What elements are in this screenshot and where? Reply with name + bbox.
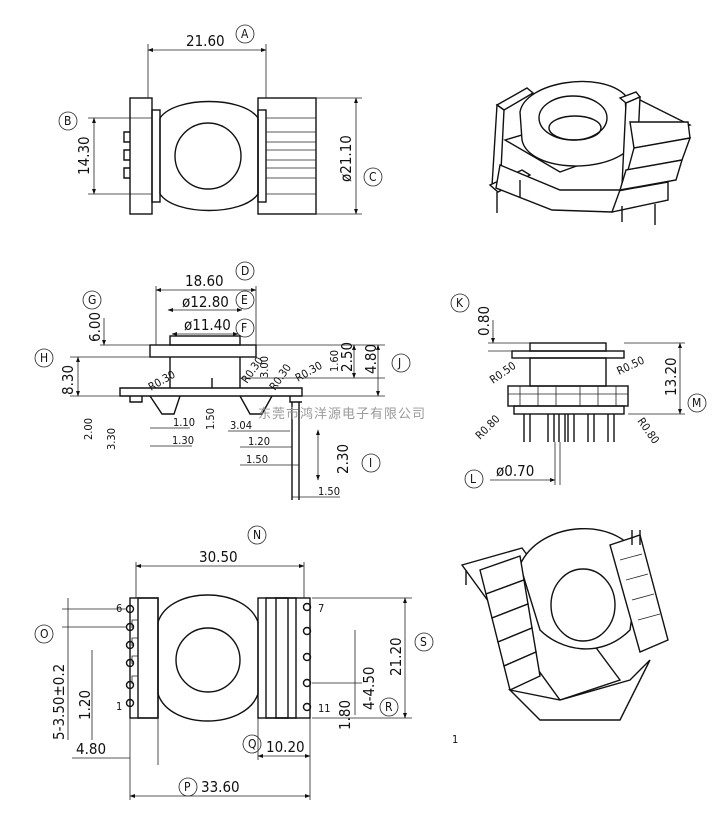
side-h-3-30: 3.30 bbox=[105, 428, 118, 450]
bottom-right-gap-dim: 1.80 bbox=[336, 700, 354, 730]
side-h-1-50: 1.50 bbox=[204, 408, 217, 430]
watermark: 东莞市鸿洋源电子有限公司 bbox=[258, 406, 426, 422]
side-h-4-80-dim: 4.80 bbox=[362, 344, 380, 374]
top-width-dim: 21.60 bbox=[186, 32, 225, 50]
balloon-q: Q bbox=[248, 737, 257, 751]
side-view: 18.60 D ø12.80 E ø11.40 F 6.00 G 8.30 H … bbox=[34, 261, 411, 500]
bottom-overall-width-dim: 33.60 bbox=[201, 778, 240, 796]
balloon-c: C bbox=[369, 170, 377, 184]
page-mark: 1 bbox=[452, 733, 458, 746]
front-r-top-left: R0.50 bbox=[487, 359, 518, 386]
balloon-b: B bbox=[64, 114, 71, 128]
isometric-view-top bbox=[488, 80, 692, 225]
bottom-pin-gap-dim: 1.20 bbox=[76, 690, 94, 720]
side-h-2-00: 2.00 bbox=[82, 418, 95, 440]
pin-7-label: 7 bbox=[318, 602, 324, 615]
side-r1: R0.30 bbox=[146, 368, 178, 394]
side-height-dim: 8.30 bbox=[59, 365, 77, 395]
side-outer-dim: 18.60 bbox=[185, 272, 224, 290]
balloon-j: J bbox=[397, 356, 401, 370]
side-w-1-50a: 1.50 bbox=[246, 453, 268, 466]
balloon-a: A bbox=[241, 27, 249, 41]
balloon-p: P bbox=[184, 780, 191, 794]
side-h-3-00: 3.00 bbox=[258, 356, 271, 378]
balloon-f: F bbox=[241, 321, 247, 335]
bottom-right-height-dim: 21.20 bbox=[387, 637, 405, 676]
side-w-1-20: 1.20 bbox=[248, 435, 270, 448]
side-h-1-60-dim: 1.60 bbox=[328, 350, 341, 372]
bottom-pin-offset-dim: 4.80 bbox=[76, 740, 106, 758]
balloon-l: L bbox=[470, 472, 476, 486]
side-w-1-10: 1.10 bbox=[173, 416, 195, 429]
bottom-pitch-dim: 5-3.50±0.2 bbox=[50, 664, 68, 740]
front-r-bot-right: R0.80 bbox=[635, 415, 662, 446]
front-height-dim: 13.20 bbox=[662, 357, 680, 396]
balloon-r: R bbox=[385, 700, 393, 714]
front-r-bot-left: R0.80 bbox=[473, 412, 503, 442]
pin-1-label: 1 bbox=[116, 700, 122, 713]
side-flange-dia-dim: ø12.80 bbox=[182, 293, 229, 311]
balloon-d: D bbox=[241, 264, 249, 278]
bottom-right-pitch-dim: 4-4.50 bbox=[360, 667, 378, 711]
top-outer-dia-dim: ø21.10 bbox=[337, 135, 355, 182]
side-r4: R0.30 bbox=[293, 359, 325, 385]
balloon-s: S bbox=[420, 635, 427, 649]
side-core-dia-dim: ø11.40 bbox=[184, 316, 231, 334]
balloon-o: O bbox=[40, 627, 49, 641]
top-view: 21.60 A 14.30 B ø21.10 C bbox=[58, 24, 383, 215]
side-w-1-30: 1.30 bbox=[172, 434, 194, 447]
balloon-h: H bbox=[40, 351, 48, 365]
balloon-i: I bbox=[369, 456, 372, 470]
front-top-th-dim: 0.80 bbox=[475, 306, 493, 336]
pin-11-label: 11 bbox=[318, 702, 331, 715]
side-w-1-50b: 1.50 bbox=[318, 485, 340, 498]
balloon-e: E bbox=[241, 293, 248, 307]
side-w-3-04: 3.04 bbox=[230, 419, 252, 432]
balloon-n: N bbox=[253, 528, 261, 542]
balloon-k: K bbox=[456, 296, 464, 310]
front-pin-dia-dim: ø0.70 bbox=[496, 462, 534, 480]
side-h-2-30: 2.30 bbox=[334, 444, 352, 474]
bottom-right-block-dim: 10.20 bbox=[266, 738, 305, 756]
balloon-m: M bbox=[692, 396, 701, 410]
side-flange-th-dim: 6.00 bbox=[86, 312, 104, 342]
bottom-inner-width-dim: 30.50 bbox=[199, 548, 238, 566]
isometric-view-bottom bbox=[460, 528, 669, 721]
top-pin-span-dim: 14.30 bbox=[75, 136, 93, 175]
balloon-g: G bbox=[88, 293, 96, 307]
bottom-view: 6 1 7 11 30.50 N 5-3.50±0.2 1.20 O bbox=[34, 525, 458, 800]
side-h-2-50-dim: 2.50 bbox=[338, 342, 356, 372]
front-view: 0.80 K 13.20 M R0.50 R0.50 R0.80 R0.80 ø… bbox=[450, 293, 707, 489]
pin-6-label: 6 bbox=[116, 602, 122, 615]
